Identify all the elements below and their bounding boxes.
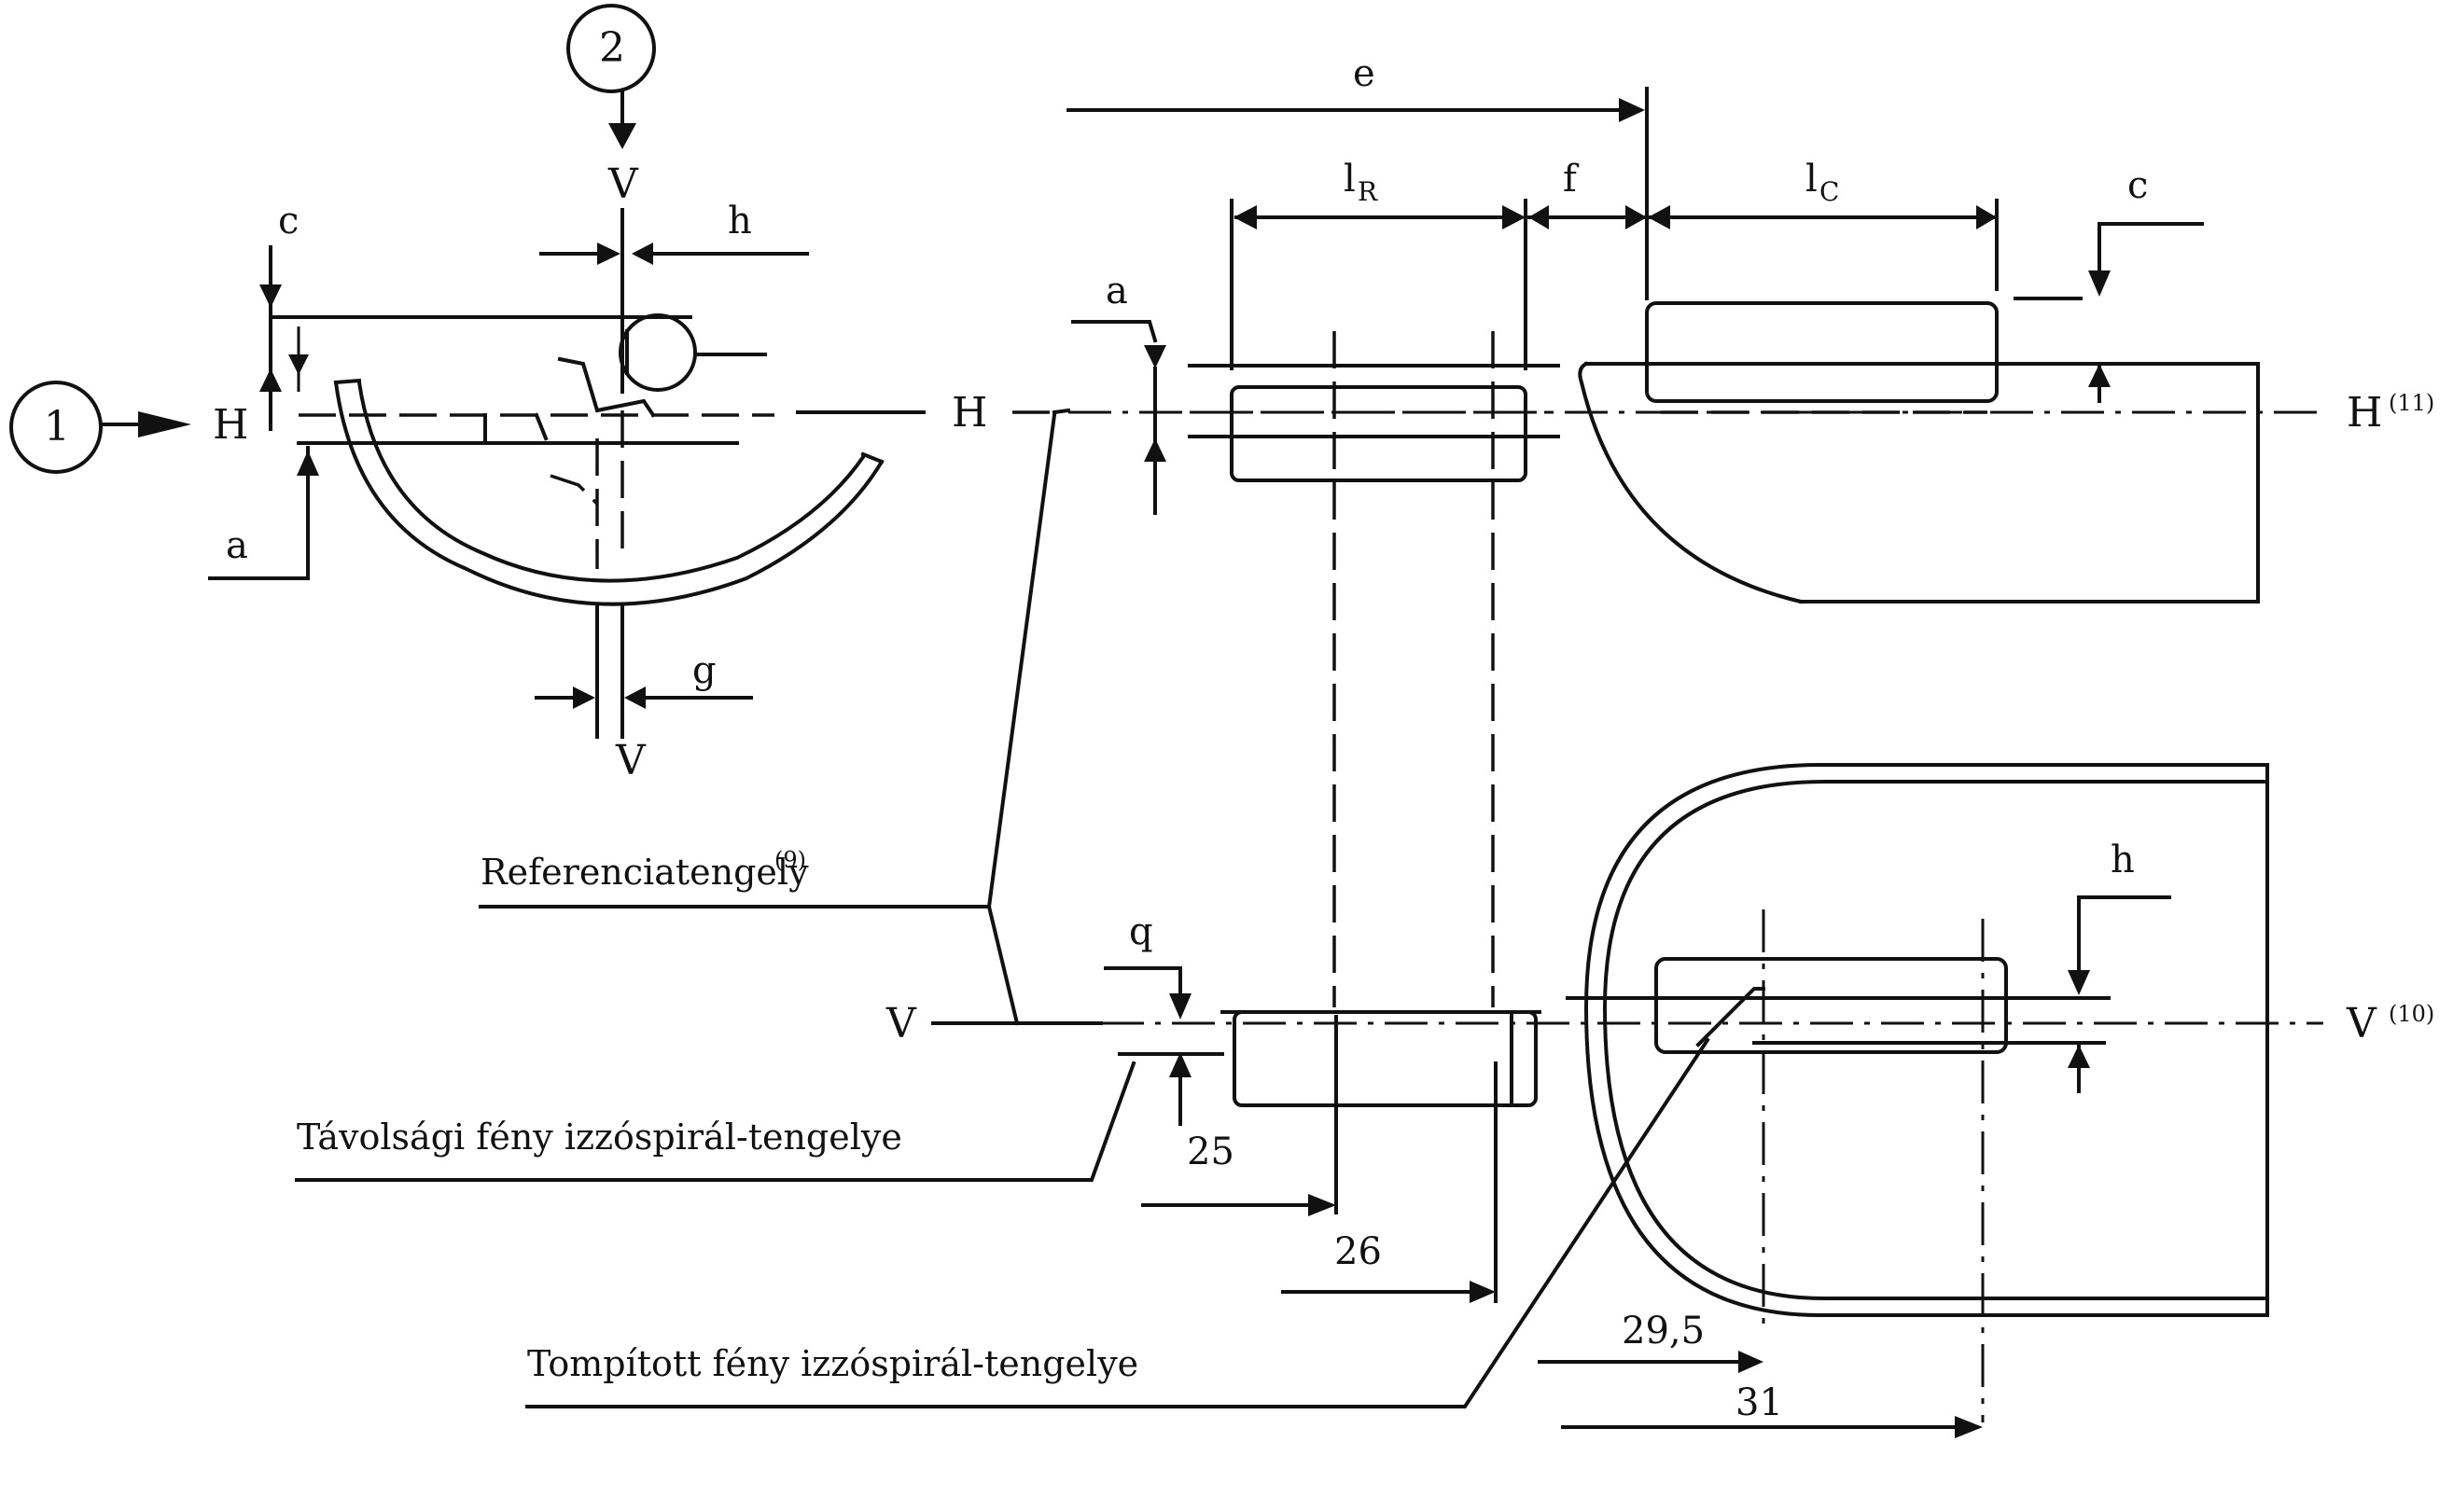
reflector-outer-arc: [333, 380, 885, 606]
left-dim-a-leader: [208, 446, 310, 580]
callout-circle-1: [9, 381, 103, 474]
bottom-dim-h-label: h: [2111, 839, 2135, 881]
arrowhead: [1169, 993, 1192, 1020]
dim-a-leader: [1071, 320, 1158, 343]
top-h-mid-label: H: [952, 389, 987, 437]
left-dim-g-label: g: [692, 649, 717, 692]
caption-high-beam-axis: Távolsági fény izzóspirál-tengelye: [297, 1117, 902, 1158]
leader-reference-axis-top: [479, 412, 1057, 909]
top-h-right-note: (11): [2389, 390, 2434, 416]
low-beam-filament-top: [1645, 301, 1999, 403]
arrowhead: [1233, 205, 1257, 229]
arrowhead: [1144, 438, 1166, 462]
arrowhead: [573, 687, 595, 709]
arrowhead: [1976, 205, 1997, 229]
dim-q-leader: [1104, 966, 1182, 998]
body-curve: [1578, 361, 1804, 604]
arrowhead: [1648, 205, 1670, 229]
top-dim-lR-sub: R: [1358, 176, 1378, 207]
callout-2-label: 2: [599, 24, 625, 72]
high-beam-filament-top: [1230, 385, 1527, 482]
arrowhead: [1955, 1416, 1983, 1438]
arrowhead: [1625, 205, 1647, 229]
bottom-dim-q-label: q: [1129, 910, 1153, 953]
lb-cut-line: [1695, 987, 1765, 1047]
top-dim-lC-sub: C: [1819, 176, 1839, 207]
arrowhead: [1308, 1194, 1336, 1216]
arrowhead: [1502, 205, 1526, 229]
bottom-dim-25-label: 25: [1187, 1131, 1234, 1173]
top-dim-c-label: c: [2127, 164, 2148, 207]
arrowhead: [1470, 1281, 1496, 1303]
left-v-bottom-label: V: [615, 737, 647, 784]
shield-outline: [557, 356, 656, 418]
leader-reference-axis-bottom: [986, 904, 1020, 1026]
dim-c-leader: [2098, 222, 2204, 282]
top-dim-f-label: f: [1563, 158, 1580, 201]
high-beam-filament-bottom: [1233, 1010, 1538, 1107]
arrowhead: [597, 243, 620, 265]
reflector-tip-left: [333, 378, 362, 385]
bottom-dim-29-5-label: 29,5: [1622, 1310, 1705, 1352]
arrowhead: [297, 451, 319, 476]
arrowhead: [624, 687, 646, 709]
left-dim-a-label: a: [226, 524, 248, 567]
shield-dash: [550, 474, 599, 506]
arrowhead: [259, 284, 282, 308]
bottom-dim-31-label: 31: [1735, 1381, 1783, 1424]
arrowhead: [632, 243, 653, 265]
leader-low-beam-axis: [525, 1037, 1710, 1408]
top-dim-lR-letter: l: [1344, 158, 1356, 201]
top-view: H H (11) e l R: [796, 52, 2434, 1007]
dim-h-leader: [2077, 895, 2171, 972]
bottom-view: V V (10) q h 25: [885, 763, 2434, 1438]
arrowhead: [1169, 1052, 1192, 1077]
arrowhead: [259, 368, 282, 392]
shield-stub: [534, 412, 549, 441]
arrowhead: [2068, 970, 2090, 995]
reflector-inner-arc: [356, 380, 866, 583]
left-dim-h-label: h: [728, 200, 752, 243]
top-dim-a-label: a: [1106, 270, 1128, 312]
envelope-inner: [1602, 780, 2269, 1300]
low-beam-filament-bottom: [1654, 957, 2008, 1054]
bottom-v-right-note: (10): [2389, 1001, 2434, 1027]
caption-reference-axis-note: (9): [774, 847, 806, 873]
left-h-label: H: [213, 401, 248, 449]
captions: Referenciatengely (9) Távolsági fény izz…: [295, 412, 1710, 1408]
arrowhead: [1144, 345, 1166, 368]
reflector-tip-right: [860, 451, 885, 465]
top-dim-lC-letter: l: [1805, 158, 1818, 201]
arrowhead: [1738, 1351, 1763, 1373]
top-h-right-label: H: [2347, 389, 2382, 437]
arrowhead: [1528, 205, 1549, 229]
filament-circle: [619, 313, 697, 392]
top-dim-e-label: e: [1353, 52, 1375, 95]
bottom-v-right-label: V: [2346, 1000, 2377, 1047]
arrowhead: [608, 123, 636, 149]
bottom-v-left-label: V: [885, 1000, 917, 1047]
arrowhead: [1619, 98, 1645, 122]
left-view: 2 1 H V V c: [9, 4, 885, 784]
envelope-outer: [1583, 763, 2269, 1317]
callout-circle-2: [566, 4, 656, 93]
left-v-top-label: V: [607, 160, 639, 208]
body-start: [1052, 408, 1071, 415]
bottom-dim-26-label: 26: [1334, 1230, 1382, 1273]
arrowhead: [2088, 270, 2111, 297]
callout-1-label: 1: [44, 403, 70, 451]
arrowhead: [2068, 1045, 2090, 1068]
caption-low-beam-axis: Tompított fény izzóspirál-tengelye: [527, 1343, 1138, 1384]
arrowhead: [288, 354, 309, 375]
caption-reference-axis: Referenciatengely: [481, 852, 809, 893]
leader-high-beam-axis: [295, 1061, 1136, 1182]
arrowhead: [138, 411, 191, 437]
left-dim-c-label: c: [278, 200, 299, 243]
